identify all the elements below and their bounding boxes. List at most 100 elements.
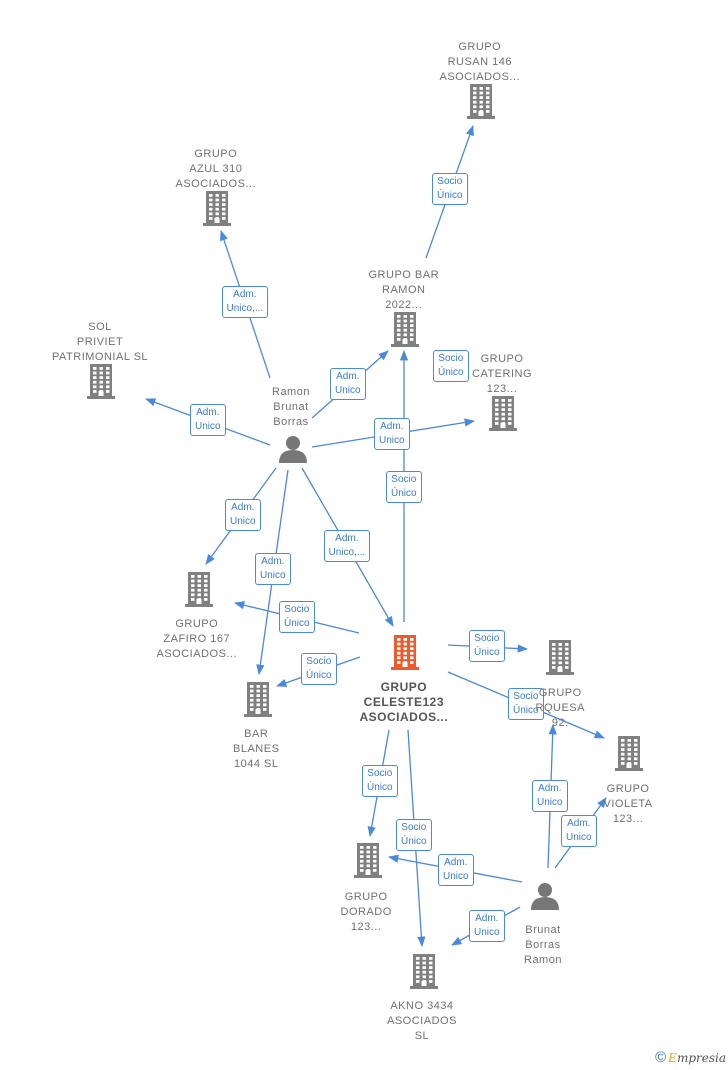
edge-label-brunat-violeta[interactable]: Adm.Unico — [561, 815, 597, 847]
edge-label-ramon-catering[interactable]: Adm.Unico — [374, 418, 410, 450]
edge-label-line: Unico — [195, 421, 221, 432]
node-label-line: Borras — [273, 416, 309, 428]
edge-label-line: Unico — [230, 516, 256, 527]
node-label-line: GRUPO — [344, 891, 388, 903]
edge-label-line: Socio — [401, 822, 427, 833]
edge-label-line: Adm. — [196, 407, 220, 418]
footer-brand: ©Empresia — [655, 1049, 726, 1066]
node-label-line: 123... — [486, 383, 518, 395]
node-label-line: ASOCIADOS... — [156, 648, 238, 660]
node-label-line: ASOCIADOS... — [439, 71, 521, 83]
edge-label-line: Único — [474, 647, 500, 658]
node-label-line: SOL — [88, 321, 112, 333]
building-icon-sol[interactable] — [87, 364, 115, 399]
edge-label-line: Adm. — [336, 371, 360, 382]
building-icon-violeta[interactable] — [615, 736, 643, 771]
edge-label-line: Único — [401, 836, 427, 847]
edge-label-line: Unico — [443, 871, 469, 882]
node-label-line: GRUPO — [538, 687, 582, 699]
edge-label-brunat-turquesa[interactable]: Adm.Unico — [532, 780, 568, 812]
edge-label-line: Socio — [513, 691, 539, 702]
node-label-line: 92. — [551, 717, 569, 729]
edge-label-line: Socio — [284, 604, 310, 615]
node-label-line: ZAFIRO 167 — [163, 633, 231, 645]
person-icon-brunat[interactable] — [531, 883, 559, 910]
edge-label-line: Adm. — [261, 556, 285, 567]
node-label-line: AZUL 310 — [189, 163, 243, 175]
edge-label-brunat-akno[interactable]: Adm.Unico — [469, 910, 505, 942]
brand-logo: Empresia — [668, 1051, 726, 1065]
building-icon-zafiro[interactable] — [185, 572, 213, 607]
node-label-line: GRUPO — [175, 618, 219, 630]
edge-label-ramon-sol[interactable]: Adm. Unico — [190, 404, 226, 436]
building-icon-akno[interactable] — [410, 954, 438, 989]
edge-label-ramon-blanes[interactable]: Adm. Unico — [255, 553, 291, 585]
node-label-line: GRUPO — [480, 353, 524, 365]
node-label-line: ASOCIADOS... — [359, 710, 449, 724]
node-label-line: RQUESA — [535, 702, 585, 714]
node-label-line: ASOCIADOS... — [175, 178, 257, 190]
edge-label-line: Adm. — [380, 421, 404, 432]
edge-label-line: Adm. — [567, 818, 591, 829]
person-icon-ramon[interactable] — [279, 436, 307, 463]
edge-label-ramon-zafiro[interactable]: Adm.Unico — [225, 499, 261, 531]
edge-label-line: Socio — [367, 768, 393, 779]
edge-label-ramon-celeste[interactable]: Adm.Unico,... — [323, 530, 371, 562]
edge-label-line: Unico — [260, 570, 286, 581]
building-icon-rusan[interactable] — [467, 84, 495, 119]
node-label-turquesa[interactable]: GRUPO RQUESA 92. — [536, 686, 585, 731]
node-label-line: VIOLETA — [603, 798, 653, 810]
edge-label-line: Único — [391, 488, 417, 499]
building-icon-turquesa[interactable] — [546, 640, 574, 675]
edge-label-line: Adm. — [233, 289, 257, 300]
node-label-line: Brunat — [273, 401, 309, 413]
node-label-line: RUSAN 146 — [447, 56, 512, 68]
edge-label-line: Único — [284, 618, 310, 629]
edge-label-ramon-azul[interactable]: Adm. Unico,... — [221, 286, 269, 318]
edge-label-ramon-barramon[interactable]: Adm.Unico — [330, 368, 366, 400]
edge-label-line: Socio — [438, 353, 464, 364]
node-label-line: DORADO — [340, 906, 392, 918]
node-label-line: GRUPO — [458, 41, 502, 53]
node-label-line: CELESTE123 — [363, 695, 445, 709]
edge-label-line: Unico,... — [226, 303, 264, 314]
building-icon-azul[interactable] — [203, 191, 231, 226]
edge-label-brunat-dorado[interactable]: Adm.Unico — [438, 854, 474, 886]
node-label-line: PATRIMONIAL SL — [52, 351, 149, 363]
building-icon-catering[interactable] — [489, 396, 517, 431]
edge-label-line: Único — [367, 782, 393, 793]
building-icon-blanes[interactable] — [244, 682, 272, 717]
edge-label-line: Socio — [306, 656, 332, 667]
node-label-line: GRUPO BAR — [368, 269, 440, 281]
node-label-line: Brunat — [525, 924, 561, 936]
node-label-line: BLANES — [233, 743, 280, 755]
building-icon-celeste[interactable] — [391, 635, 419, 670]
building-icon-dorado[interactable] — [354, 843, 382, 878]
edge-label-line: Único — [438, 367, 464, 378]
edge-label-line: Adm. — [335, 533, 359, 544]
building-icon-barramon[interactable] — [391, 312, 419, 347]
edge-label-line: Único — [306, 670, 332, 681]
